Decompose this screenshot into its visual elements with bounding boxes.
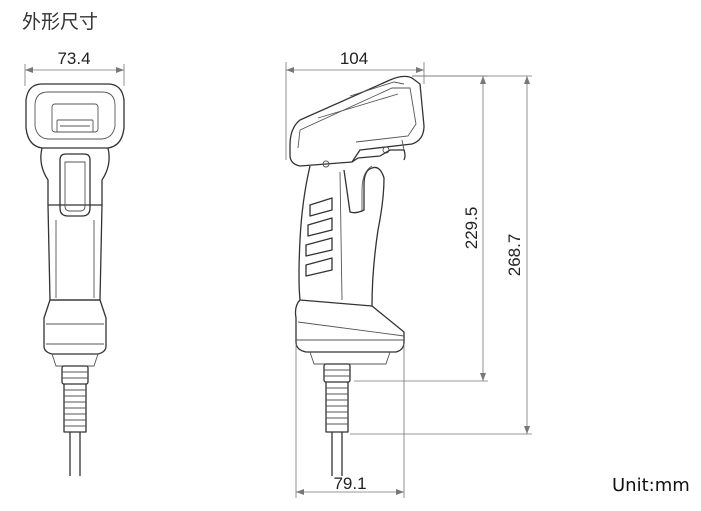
front-view xyxy=(25,83,125,476)
base-width-label: 79.1 xyxy=(333,474,366,493)
dim-height-body: 229.5 xyxy=(354,75,488,382)
side-view xyxy=(289,75,425,476)
dim-base-width: 79.1 xyxy=(295,344,405,498)
height-body-label: 229.5 xyxy=(462,207,481,250)
dim-side-top-width: 104 xyxy=(285,49,425,160)
front-width-label: 73.4 xyxy=(57,49,90,68)
dim-height-total: 268.7 xyxy=(350,75,532,435)
height-total-label: 268.7 xyxy=(505,234,524,277)
drawing-title: 外形尺寸 xyxy=(22,11,99,33)
side-top-width-label: 104 xyxy=(340,49,368,68)
dim-front-width: 73.4 xyxy=(24,49,125,86)
unit-label: Unit:mm xyxy=(612,475,690,496)
